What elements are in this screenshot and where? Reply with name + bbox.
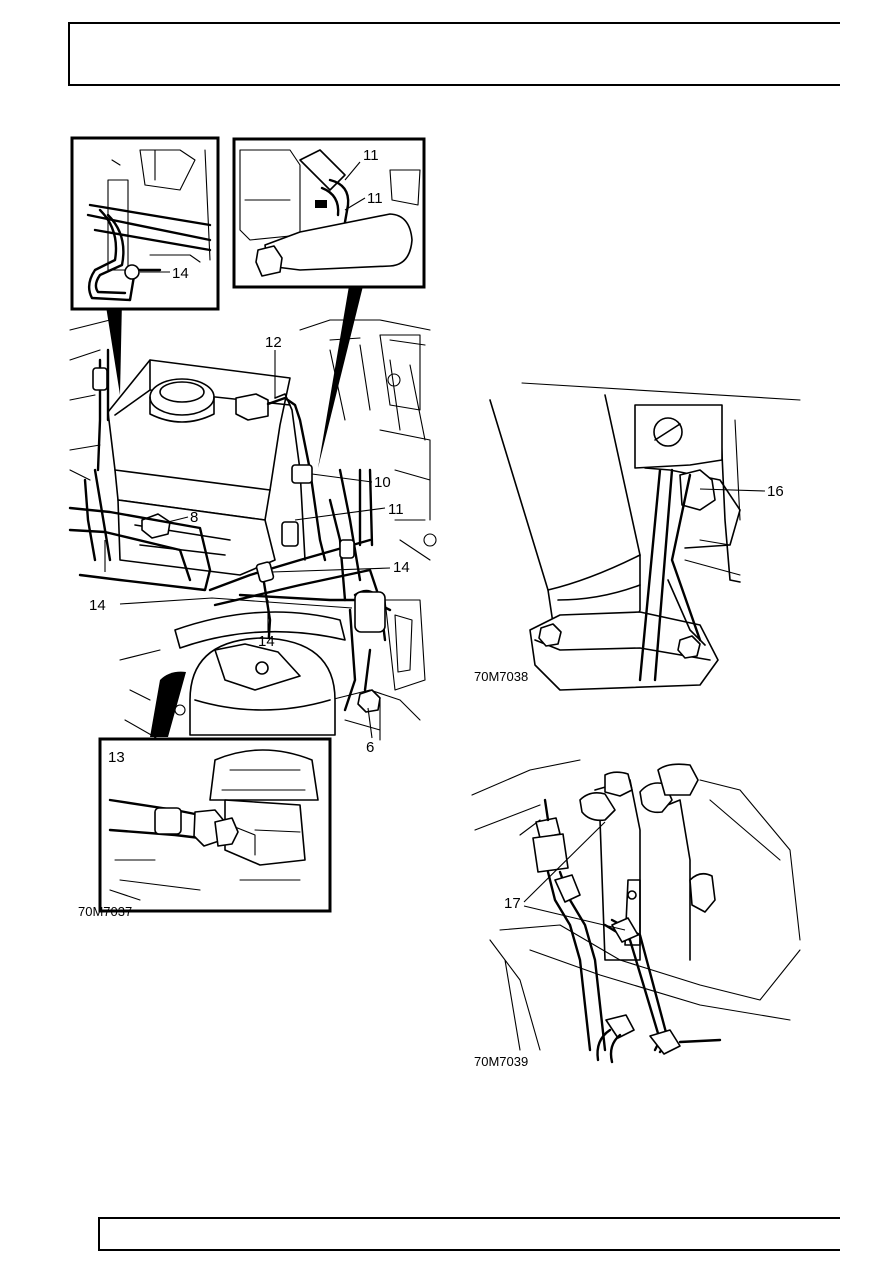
- callout-14-center: 14: [258, 633, 275, 650]
- rear-pipe-bracket-illustration: [471, 759, 801, 1064]
- callout-6: 6: [366, 739, 374, 756]
- sensor-bracket-illustration: [489, 382, 801, 691]
- abs-modulator-illustration: [68, 280, 437, 741]
- figure-id-70m7039: 70M7039: [474, 1054, 528, 1069]
- inset-pipe-clips: [70, 136, 220, 311]
- callout-11-inset-b: 11: [367, 190, 383, 207]
- figure-id-70m7038: 70M7038: [474, 669, 528, 684]
- inset-pump-union: [98, 737, 332, 913]
- page-footer-frame: [98, 1217, 840, 1251]
- callout-8: 8: [190, 509, 198, 526]
- page-header-frame: [68, 22, 840, 86]
- callout-11-inset-a: 11: [363, 147, 379, 164]
- callout-10: 10: [374, 474, 391, 491]
- figure-id-70m7037: 70M7037: [78, 904, 132, 919]
- callout-11: 11: [388, 501, 404, 518]
- callout-14-right: 14: [393, 559, 410, 576]
- inset-sensor-connector: [232, 137, 426, 289]
- callout-12: 12: [265, 334, 282, 351]
- callout-13: 13: [108, 749, 125, 766]
- callout-14-left: 14: [89, 597, 106, 614]
- callout-17: 17: [504, 895, 521, 912]
- callout-16: 16: [767, 483, 784, 500]
- callout-14-inset: 14: [172, 265, 189, 282]
